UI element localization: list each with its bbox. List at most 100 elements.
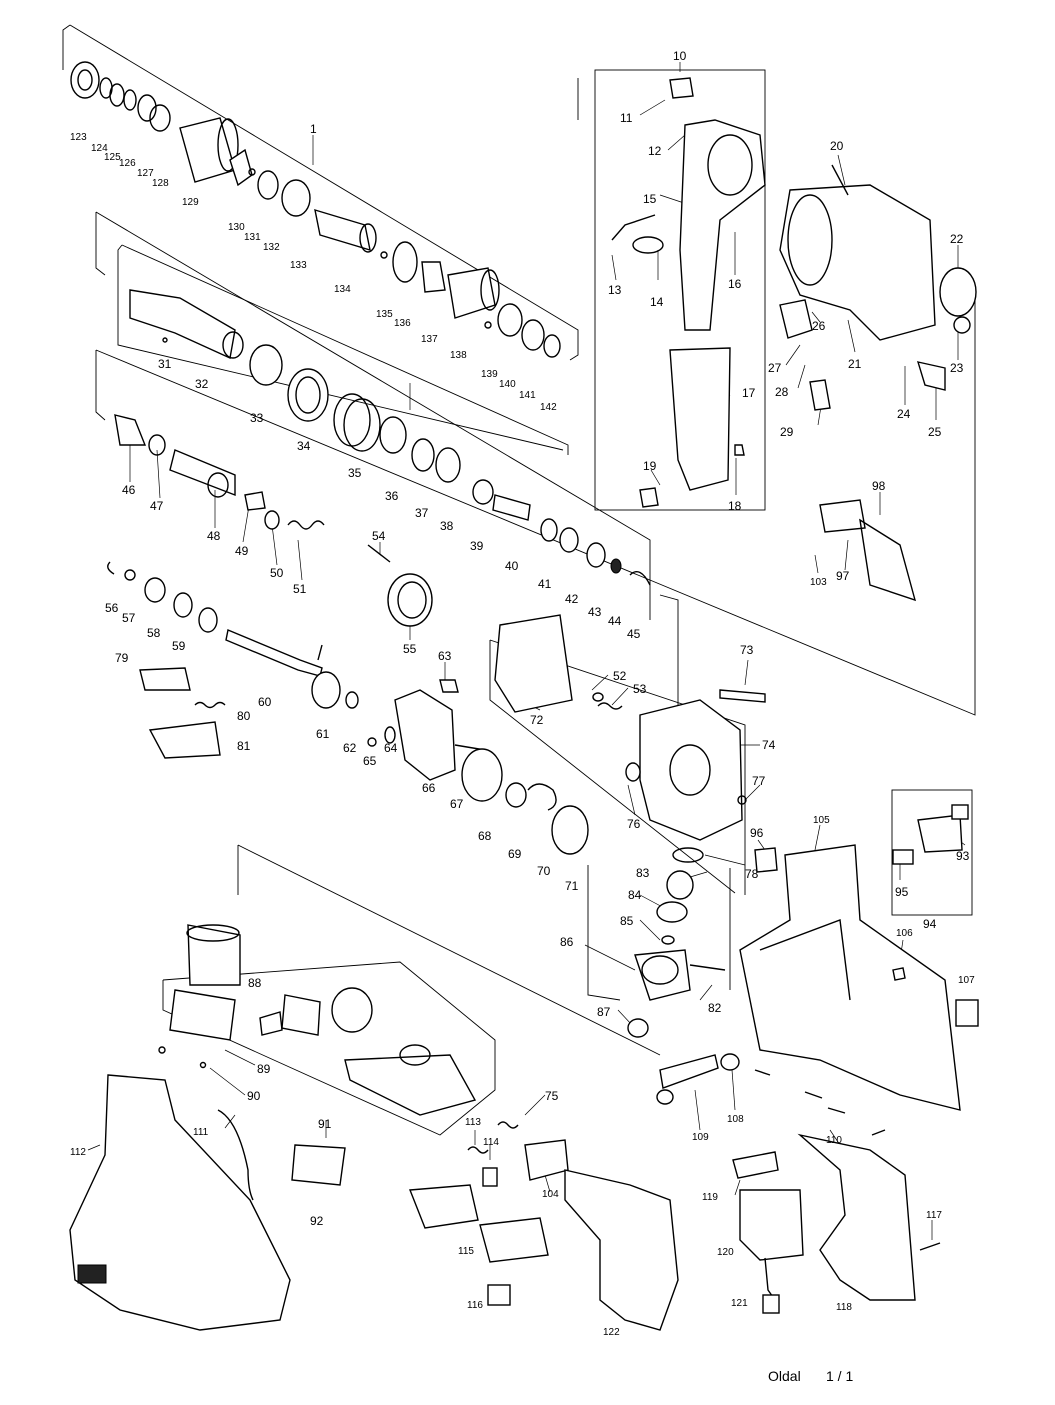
- label-104: 104: [542, 1189, 559, 1200]
- label-61: 61: [316, 727, 330, 741]
- label-32: 32: [195, 377, 209, 391]
- label-124: 124: [91, 143, 108, 154]
- label-110: 110: [826, 1135, 842, 1146]
- label-53: 53: [633, 682, 647, 696]
- label-28: 28: [775, 385, 789, 399]
- label-1: 1: [310, 122, 317, 136]
- label-39: 39: [470, 539, 484, 553]
- label-122: 122: [603, 1327, 620, 1338]
- page-footer-label: Oldal: [768, 1368, 801, 1384]
- label-127: 127: [137, 168, 154, 179]
- label-25: 25: [928, 425, 942, 439]
- label-11: 11: [620, 111, 633, 125]
- page-number: 1 / 1: [826, 1368, 854, 1384]
- label-98: 98: [872, 479, 886, 493]
- label-13: 13: [608, 283, 622, 297]
- label-70: 70: [537, 864, 551, 878]
- label-105: 105: [813, 815, 830, 826]
- label-117: 117: [926, 1210, 942, 1221]
- label-118: 118: [836, 1302, 852, 1313]
- label-73: 73: [740, 643, 754, 657]
- label-65: 65: [363, 754, 377, 768]
- label-68: 68: [478, 829, 492, 843]
- label-91: 91: [318, 1117, 332, 1131]
- label-80: 80: [237, 709, 251, 723]
- label-133: 133: [290, 260, 307, 271]
- label-14: 14: [650, 295, 664, 309]
- label-90: 90: [247, 1089, 261, 1103]
- label-59: 59: [172, 639, 186, 653]
- label-66: 66: [422, 781, 436, 795]
- label-16: 16: [728, 277, 742, 291]
- label-38: 38: [440, 519, 454, 533]
- label-141: 141: [519, 390, 536, 401]
- label-36: 36: [385, 489, 399, 503]
- label-89: 89: [257, 1062, 271, 1076]
- label-57: 57: [122, 611, 136, 625]
- label-23: 23: [950, 361, 964, 375]
- label-142: 142: [540, 402, 557, 413]
- label-85: 85: [620, 914, 634, 928]
- label-76: 76: [627, 817, 641, 831]
- label-107: 107: [958, 975, 975, 986]
- label-52: 52: [613, 669, 627, 683]
- label-119: 119: [702, 1192, 718, 1203]
- label-27: 27: [768, 361, 782, 375]
- label-130: 130: [228, 222, 245, 233]
- label-33: 33: [250, 411, 264, 425]
- label-114: 114: [483, 1137, 499, 1148]
- label-82: 82: [708, 1001, 722, 1015]
- label-75: 75: [545, 1089, 559, 1103]
- label-19: 19: [643, 459, 657, 473]
- label-81: 81: [237, 739, 251, 753]
- label-71: 71: [565, 879, 579, 893]
- label-77: 77: [752, 774, 766, 788]
- label-135: 135: [376, 309, 393, 320]
- label-96: 96: [750, 826, 764, 840]
- label-95: 95: [895, 885, 909, 899]
- label-63: 63: [438, 649, 452, 663]
- label-126: 126: [119, 158, 136, 169]
- label-139: 139: [481, 369, 498, 380]
- label-131: 131: [244, 232, 261, 243]
- label-60: 60: [258, 695, 272, 709]
- label-115: 115: [458, 1246, 474, 1257]
- label-31: 31: [158, 357, 172, 371]
- label-45: 45: [627, 627, 641, 641]
- label-56: 56: [105, 601, 119, 615]
- label-138: 138: [450, 350, 467, 361]
- label-93: 93: [956, 849, 970, 863]
- label-116: 116: [467, 1300, 483, 1311]
- label-51: 51: [293, 582, 307, 596]
- label-136: 136: [394, 318, 411, 329]
- label-34: 34: [297, 439, 311, 453]
- label-26: 26: [812, 319, 826, 333]
- label-132: 132: [263, 242, 280, 253]
- label-87: 87: [597, 1005, 611, 1019]
- label-40: 40: [505, 559, 519, 573]
- label-129: 129: [182, 197, 199, 208]
- label-72: 72: [530, 713, 544, 727]
- label-58: 58: [147, 626, 161, 640]
- label-24: 24: [897, 407, 911, 421]
- label-106: 106: [896, 928, 913, 939]
- label-78: 78: [745, 867, 759, 881]
- label-48: 48: [207, 529, 221, 543]
- label-12: 12: [648, 144, 662, 158]
- label-112: 112: [70, 1147, 86, 1158]
- label-67: 67: [450, 797, 464, 811]
- label-15: 15: [643, 192, 657, 206]
- sleeve-assembly: [70, 61, 561, 358]
- label-44: 44: [608, 614, 622, 628]
- barrel-parts: [107, 414, 651, 759]
- label-113: 113: [465, 1117, 481, 1128]
- label-125: 125: [104, 152, 121, 163]
- label-88: 88: [248, 976, 262, 990]
- label-18: 18: [728, 499, 742, 513]
- housings: [69, 77, 979, 1331]
- label-128: 128: [152, 178, 169, 189]
- label-49: 49: [235, 544, 249, 558]
- label-42: 42: [565, 592, 579, 606]
- label-121: 121: [731, 1298, 748, 1309]
